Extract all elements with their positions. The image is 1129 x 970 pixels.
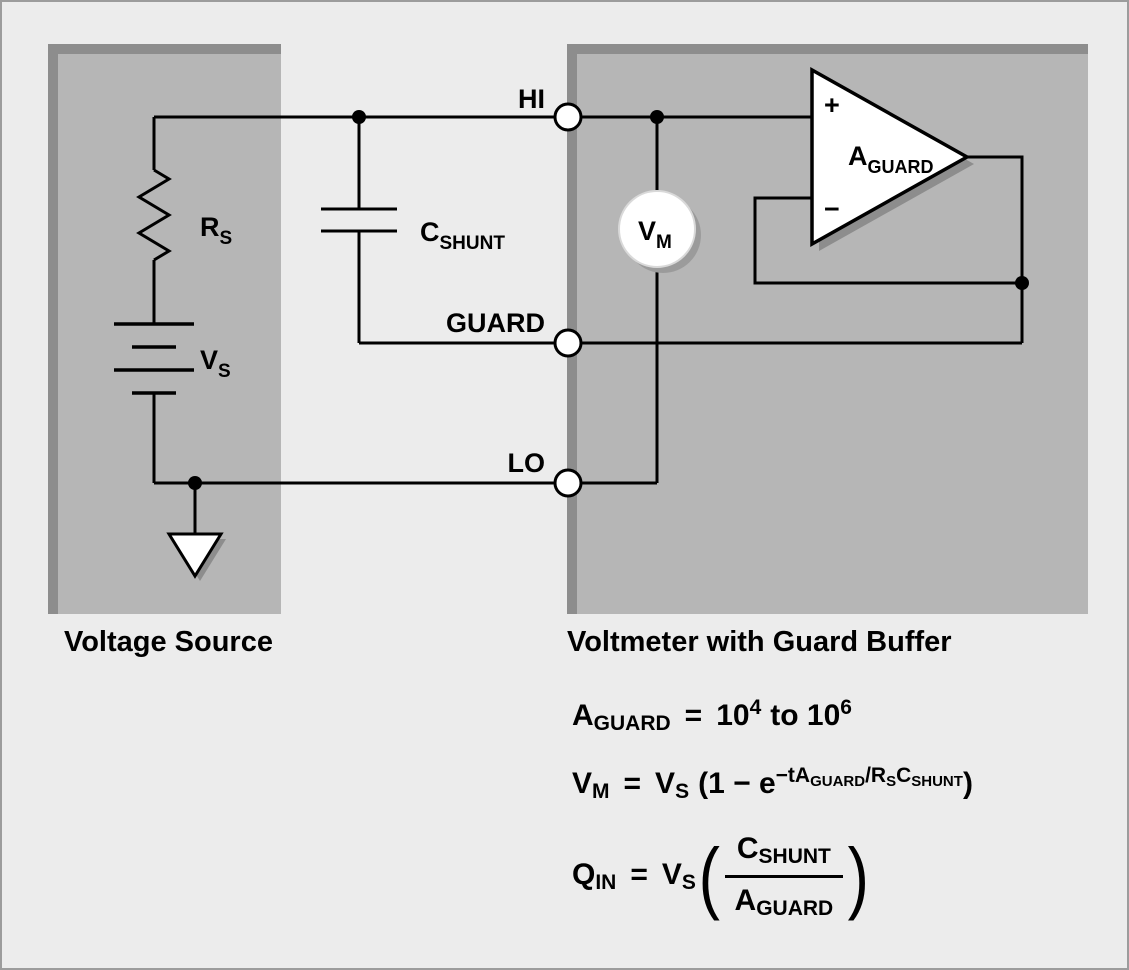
hi-label: HI [518, 84, 545, 114]
voltmeter-caption: Voltmeter with Guard Buffer [567, 626, 952, 658]
rs-label: RS [200, 212, 232, 249]
equation-qin: QIN=VS ( CSHUNT AGUARD ) [572, 831, 870, 921]
battery-symbol [114, 322, 194, 395]
eq2-exponent: −tAGUARD/RSCSHUNT [775, 764, 963, 790]
vm-label: VM [638, 216, 672, 253]
opamp-symbol [810, 67, 971, 247]
lo-terminal [553, 468, 583, 498]
vm-meter [618, 190, 696, 268]
hi-terminal [553, 102, 583, 132]
junction-dot [188, 476, 202, 490]
opamp-minus-label: − [824, 194, 840, 224]
fraction-numerator: CSHUNT [736, 832, 831, 868]
guard-terminal [553, 328, 583, 358]
capacitor-symbol [321, 117, 397, 343]
wire-feedback [753, 196, 1022, 285]
big-paren-close: ) [847, 831, 870, 921]
cshunt-label: CSHUNT [420, 217, 505, 254]
lo-label: LO [508, 448, 546, 478]
junction-dot [1015, 276, 1029, 290]
voltage-source-box [58, 54, 281, 614]
circuit-diagram: HI GUARD LO RS VS CSHUNT VM AGUARD + − V… [48, 44, 1088, 658]
opamp-plus-label: + [824, 90, 840, 120]
fraction-denominator: AGUARD [724, 875, 844, 921]
junction-dot [650, 110, 664, 124]
equation-vm: VM=VS(1 − e−tAGUARD/RSCSHUNT) [572, 764, 973, 803]
eq3-fraction: CSHUNT AGUARD [724, 832, 844, 921]
big-paren-open: ( [698, 831, 720, 921]
aguard-label: AGUARD [848, 141, 934, 177]
ground-icon [166, 532, 224, 579]
guard-label: GUARD [446, 308, 545, 338]
resistor-symbol [136, 168, 172, 262]
vs-label: VS [200, 345, 231, 382]
wires [114, 115, 1024, 534]
junction-dot [352, 110, 366, 124]
voltage-source-caption: Voltage Source [64, 626, 273, 658]
